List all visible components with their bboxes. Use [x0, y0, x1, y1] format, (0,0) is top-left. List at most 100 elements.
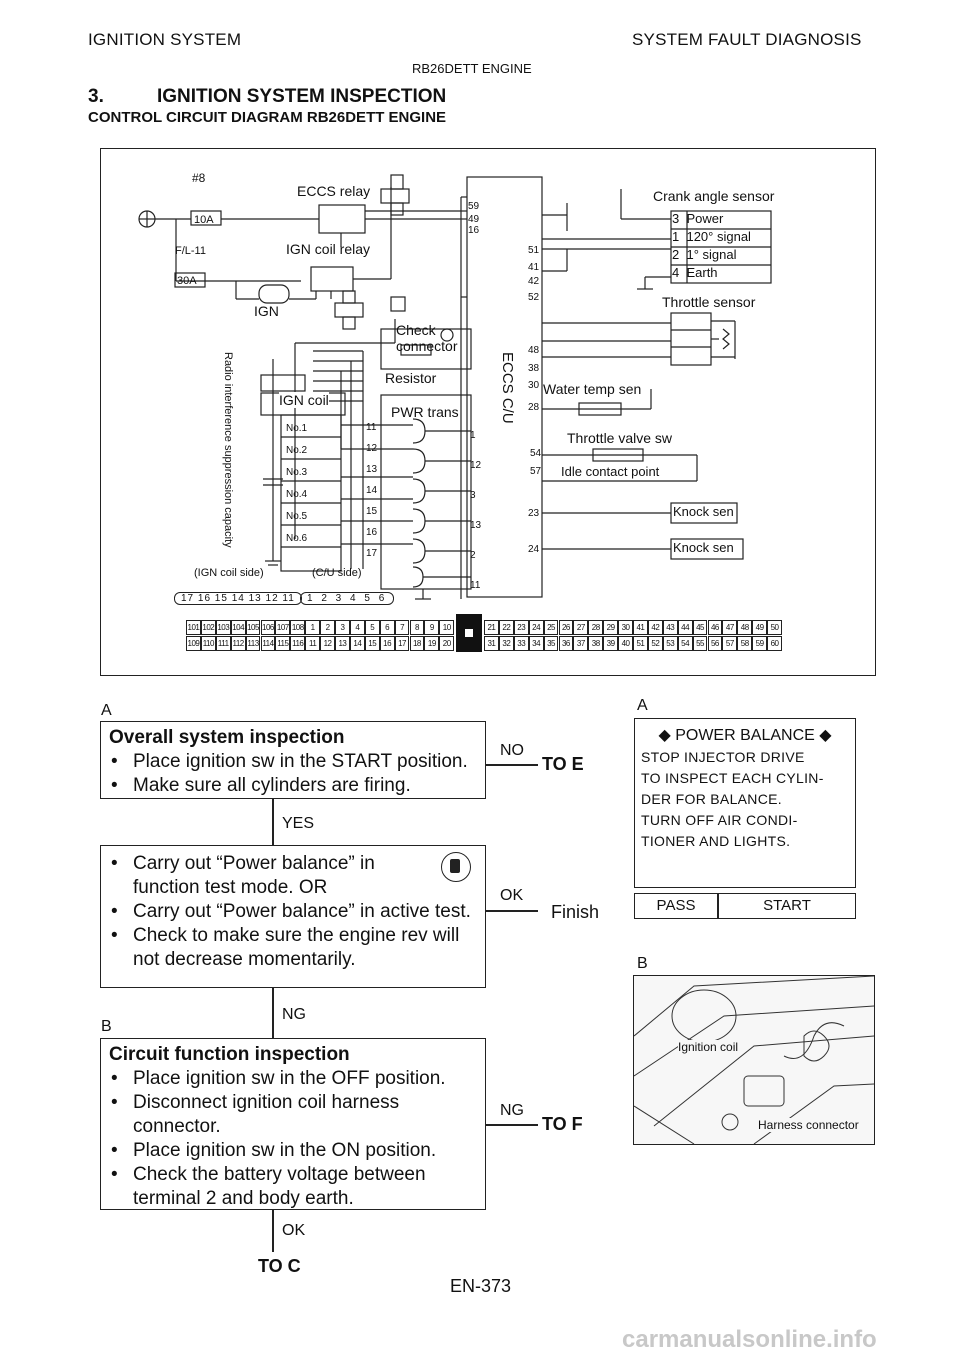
- ecu-pin-number: 28: [528, 402, 540, 413]
- connector-cell: 3: [335, 620, 350, 635]
- connector-cell: 6: [379, 620, 395, 635]
- coil-label: No.3: [286, 467, 308, 478]
- connector-cell: 46: [707, 620, 723, 635]
- connector-cell: 109: [186, 636, 201, 651]
- connector-cell: 102: [200, 620, 216, 635]
- connector-cell: 34: [528, 636, 544, 651]
- connector-cell: 115: [275, 636, 291, 651]
- watermark: carmanualsonline.info: [622, 1326, 877, 1353]
- pwr-trans-pin: 17: [366, 548, 378, 559]
- fuse-rating: 10A: [194, 214, 214, 226]
- connector-cell: 116: [290, 636, 306, 651]
- water-temp-label: Water temp sen: [543, 381, 642, 397]
- overall-inspection-list: Place ignition sw in the START position.…: [101, 750, 477, 798]
- section-title: IGNITION SYSTEM INSPECTION: [157, 86, 447, 107]
- fusible-link-label: F/L-11: [175, 245, 206, 257]
- connector-cell: 112: [230, 636, 246, 651]
- ign-coil-connector: 17 16 15 14 13 12 11: [174, 592, 302, 605]
- list-item: Make sure all cylinders are firing.: [101, 774, 477, 798]
- circuit-inspection-list: Place ignition sw in the OFF position. D…: [101, 1067, 477, 1211]
- fusible-link-rating: 30A: [177, 275, 197, 287]
- connector-cell: 19: [424, 636, 440, 651]
- ng2-connector-line: [486, 1124, 538, 1126]
- finish-label: Finish: [551, 902, 600, 922]
- connector-cell: 17: [394, 636, 410, 651]
- ok2-connector-line: [272, 1210, 274, 1252]
- start-button[interactable]: START: [718, 893, 856, 919]
- ecu-pin-number: 16: [468, 225, 480, 236]
- cu-connector: 1 2 3 4 5 6: [300, 592, 395, 605]
- to-e-label: TO E: [542, 754, 584, 774]
- yes-label: YES: [282, 815, 315, 832]
- ok-connector-line: [486, 910, 538, 912]
- pwr-trans-pin: 11: [366, 422, 377, 433]
- connector-cell: 9: [424, 620, 440, 635]
- coil-label: No.2: [286, 445, 308, 456]
- list-item: Place ignition sw in the ON position.: [101, 1139, 477, 1163]
- connector-cell: 49: [752, 620, 768, 635]
- ecu-pin-number: 49: [468, 214, 480, 225]
- connector-cell: 111: [215, 636, 231, 651]
- harness-connector-label: Harness connector: [758, 1118, 859, 1132]
- connector-cell: 27: [573, 620, 589, 635]
- connector-cell: 37: [573, 636, 589, 651]
- connector-cell: 48: [737, 620, 753, 635]
- connector-cell: 51: [633, 636, 648, 651]
- ecu-pin-number: 52: [528, 292, 540, 303]
- connector-cell: 113: [245, 636, 261, 651]
- pwr-trans-pin: 12: [366, 443, 378, 454]
- wiring-diagram-svg: [138, 174, 772, 600]
- connector-cell: 38: [588, 636, 604, 651]
- connector-cell: 36: [558, 636, 574, 651]
- connector-cell: 13: [335, 636, 350, 651]
- coil-label: No.1: [286, 423, 308, 434]
- ng2-label: NG: [500, 1102, 524, 1119]
- connector-cell: 104: [230, 620, 246, 635]
- connector-cell: 106: [260, 620, 276, 635]
- ecu-pin-number: 57: [530, 466, 542, 477]
- pb-line: TURN OFF AIR CONDI-: [641, 812, 798, 828]
- power-balance-box: Carry out “Power balance” in function te…: [100, 845, 486, 988]
- header-right: SYSTEM FAULT DIAGNOSIS: [632, 30, 862, 49]
- connector-cell: 60: [767, 636, 782, 651]
- connector-cell: 41: [633, 620, 648, 635]
- coil-list: No.1 No.2 No.3 No.4 No.5 No.6: [286, 418, 307, 550]
- pwr-trans-out-pin: 3: [470, 490, 476, 501]
- ecu-pin-number: 38: [528, 363, 540, 374]
- connector-cell: 52: [647, 636, 663, 651]
- connector-cell: 53: [662, 636, 678, 651]
- coil-label: No.6: [286, 533, 308, 544]
- flow-label-a: A: [101, 702, 112, 719]
- pass-button[interactable]: PASS: [634, 893, 718, 919]
- connector-cell: 40: [618, 636, 633, 651]
- diamond-icon: ◆: [658, 727, 671, 744]
- connector-cell: 101: [186, 620, 201, 635]
- ng-label: NG: [282, 1006, 306, 1023]
- no-connector-line: [486, 764, 538, 766]
- ignition-coil-label: Ignition coil: [678, 1040, 739, 1054]
- pwr-trans-out-pin: 12: [470, 460, 482, 471]
- connector-cell: 56: [707, 636, 723, 651]
- throttle-valve-label: Throttle valve sw: [567, 430, 673, 446]
- connector-cell: 57: [722, 636, 738, 651]
- connector-cell: 107: [275, 620, 291, 635]
- pb-title-row: ◆ POWER BALANCE ◆: [641, 725, 849, 745]
- connector-cell: 45: [692, 620, 708, 635]
- section-subtitle: CONTROL CIRCUIT DIAGRAM RB26DETT ENGINE: [88, 109, 447, 126]
- connector-cell: 28: [588, 620, 604, 635]
- connector-cell: 25: [543, 620, 559, 635]
- connector-cell: 5: [364, 620, 380, 635]
- coil-label: No.5: [286, 511, 308, 522]
- connector-cell: 29: [603, 620, 619, 635]
- crank-pin-list: 3 Power 1 120° signal 2 1° signal 4 Eart…: [672, 210, 751, 282]
- list-item: Carry out “Power balance” in function te…: [101, 852, 477, 900]
- ok-label: OK: [500, 887, 524, 904]
- crank-pin: 1 120° signal: [672, 229, 751, 244]
- connector-cell: 7: [394, 620, 410, 635]
- crank-pin: 4 Earth: [672, 265, 718, 280]
- pwr-trans-pin: 16: [366, 527, 378, 538]
- circuit-inspection-box: Circuit function inspection Place igniti…: [100, 1038, 486, 1210]
- connector-cell: 58: [737, 636, 753, 651]
- connector-cell: 39: [603, 636, 619, 651]
